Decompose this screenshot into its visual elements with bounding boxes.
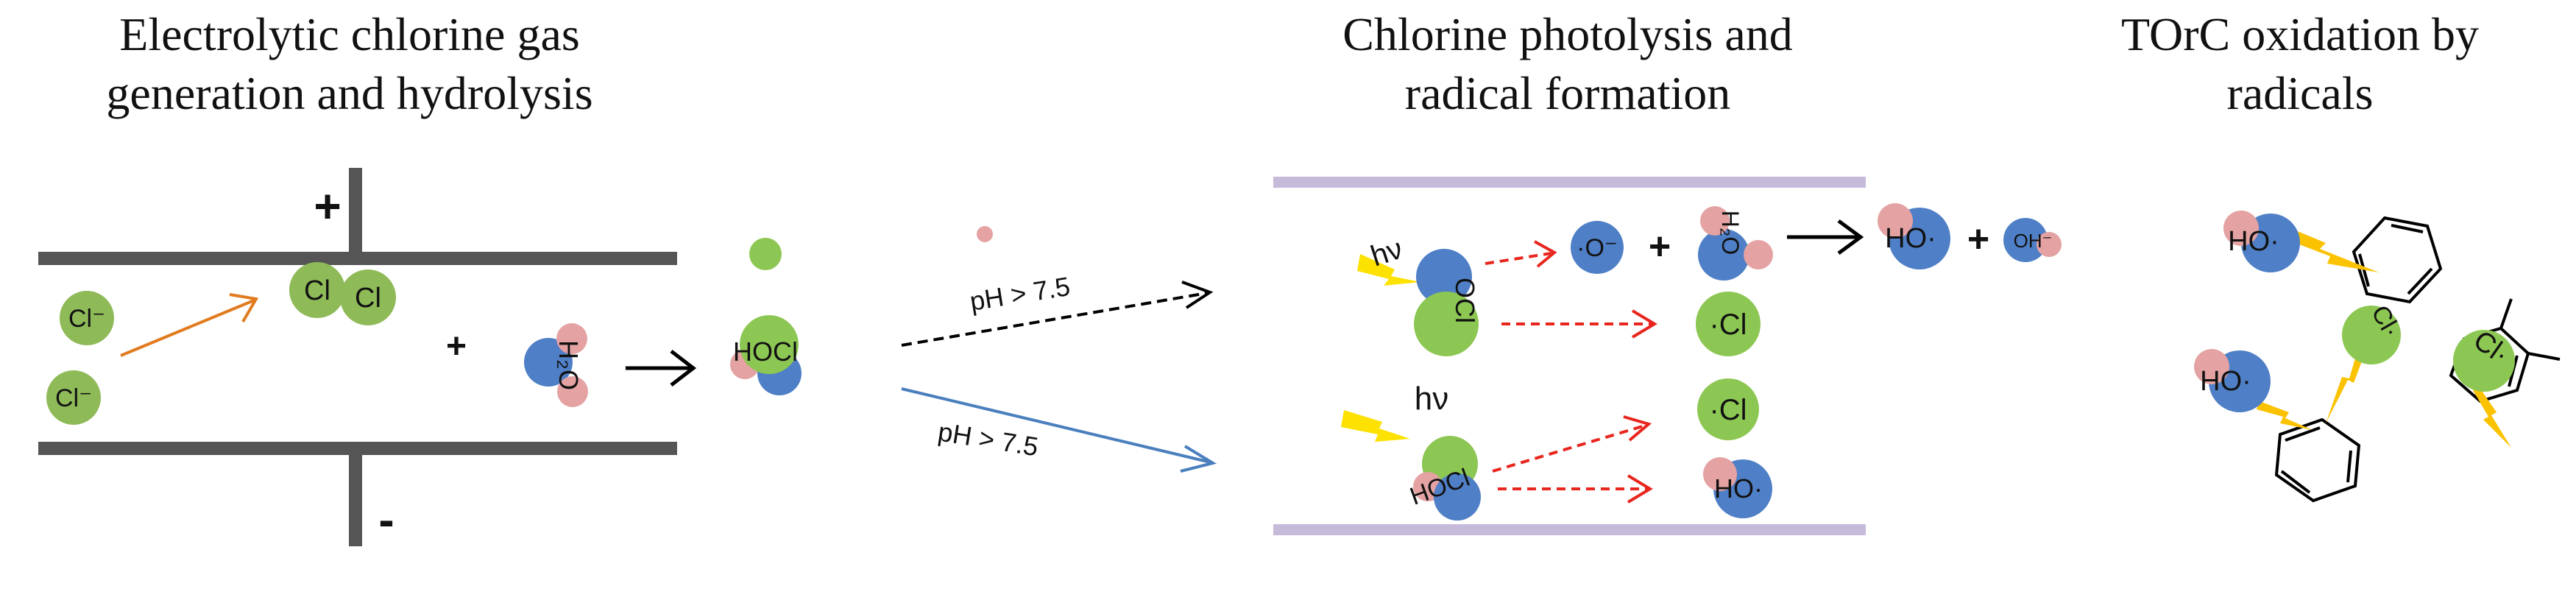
svg-text:HO·: HO· [2200,366,2251,397]
light-label-2: hν [1415,381,1448,417]
chlorine-radical-attack: Cl· [2342,300,2406,364]
anode-plate [38,252,677,265]
attack-bolt-4 [2473,387,2511,448]
svg-text:·Cl: ·Cl [1709,308,1747,341]
svg-text:OCl: OCl [1450,278,1480,323]
svg-text:HO·: HO· [1885,223,1936,254]
attack-bolt-2 [2326,346,2366,423]
oxygen-radical-anion: ·O⁻ [1571,221,1624,274]
cathode-sign: - [378,493,394,546]
svg-text:HO·: HO· [1714,473,1763,504]
chloride-ion-2: Cl⁻ [46,370,101,425]
svg-text:·O⁻: ·O⁻ [1577,234,1618,262]
red-arrow-lower-1 [1492,415,1652,473]
hydroxyl-radical-attack-1: HO· [2223,211,2300,272]
attack-bolt-1 [2287,228,2379,272]
hydroxyl-radical-attack-2: HO· [2194,349,2271,412]
water-molecule-2: H₂O [1698,206,1773,281]
plus-sign-2: + [1649,225,1671,268]
hypochlorous-acid-molecule: HOCl [730,238,802,395]
deprotonation-arrow [901,281,1214,347]
chlorine-radical-upper: ·Cl [1696,292,1761,356]
reaction-arrow-2 [1787,219,1864,255]
benzene-ring-1 [2352,216,2443,304]
ph-condition-upper: pH > 7.5 [968,271,1072,317]
chlorine-radical-lower: ·Cl [1697,378,1759,440]
reaction-arrow-1 [626,350,697,387]
title-panel2-line2: radical formation [1405,67,1730,119]
svg-text:H₂O: H₂O [553,340,584,390]
hydroxyl-radical-lower: HO· [1703,457,1772,518]
hypochlorous-acid-photolysis: HOCl [1406,436,1481,521]
light-bolt-1 [1357,254,1420,286]
plus-sign-1: + [446,327,467,366]
chlorine-gas-molecule: Cl Cl [289,262,396,325]
red-arrow-upper-1 [1485,240,1557,268]
cathode-lead [349,454,362,546]
small-hydrogen-atom [977,226,993,242]
reactor-wall-top [1273,177,1866,188]
red-arrow-upper-2 [1501,309,1657,339]
svg-text:·Cl: ·Cl [1709,394,1747,426]
ph-condition-lower: pH > 7.5 [936,416,1041,462]
svg-text:OH⁻: OH⁻ [2014,230,2053,252]
anode-lead [349,168,362,253]
title-panel1-line1: Electrolytic chlorine gas [119,8,580,60]
anode-sign: + [314,180,341,233]
attack-bolt-3 [2257,401,2313,430]
svg-text:HOCl: HOCl [733,336,798,367]
svg-text:Cl: Cl [304,275,330,306]
oxidation-arrow [120,293,259,357]
title-panel1-line2: generation and hydrolysis [106,67,592,119]
reactor-wall-bottom [1273,524,1866,535]
chlorine-radical-ring-attack: Cl· [2453,325,2515,392]
svg-text:Cl⁻: Cl⁻ [68,305,105,333]
svg-text:H₂O: H₂O [1717,211,1744,255]
svg-text:Cl: Cl [355,283,381,314]
title-panel3-line1: TOrC oxidation by [2121,8,2479,60]
title-panel3-line2: radicals [2227,67,2374,119]
red-arrow-lower-2 [1498,474,1653,504]
light-bolt-2 [1341,410,1410,442]
svg-text:Cl⁻: Cl⁻ [55,384,92,412]
photolysis-arrow [901,387,1217,473]
title-panel2-line1: Chlorine photolysis and [1342,8,1793,60]
svg-text:HO·: HO· [2228,226,2279,257]
hypochlorite-ion: OCl [1414,249,1480,356]
benzene-ring-2 [2274,417,2361,503]
cathode-plate [38,442,677,455]
water-molecule: H₂O [524,323,588,407]
hydroxyl-radical-product: HO· [1878,203,1950,269]
hydroxide-ion: OH⁻ [2003,218,2062,262]
plus-sign-3: + [1967,218,1989,261]
chloride-ion-1: Cl⁻ [60,291,114,345]
